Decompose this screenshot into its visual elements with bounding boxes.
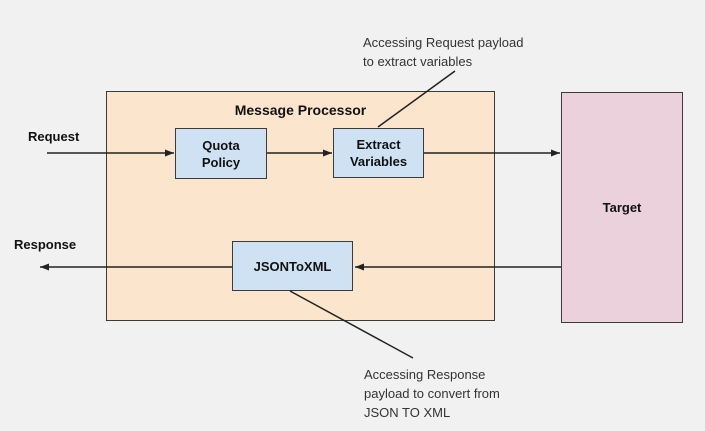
message-processor-title: Message Processor [234, 102, 367, 118]
json-to-xml-label: JSONToXML [253, 258, 332, 274]
target-label: Target [602, 200, 642, 215]
annotation-response-payload: Accessing Response payload to convert fr… [364, 367, 500, 420]
request-label: Request [28, 129, 80, 144]
annotation-request-payload: Accessing Request payload to extract var… [363, 35, 524, 69]
node-extract-variables: Extract Variables [333, 128, 424, 178]
extract-variables-label: Extract Variables [349, 137, 408, 169]
quota-policy-label: Quota Policy [201, 137, 241, 170]
node-target: Target [561, 92, 683, 323]
node-json-to-xml: JSONToXML [232, 241, 353, 291]
response-label: Response [14, 237, 77, 252]
node-quota-policy: Quota Policy [175, 128, 267, 179]
